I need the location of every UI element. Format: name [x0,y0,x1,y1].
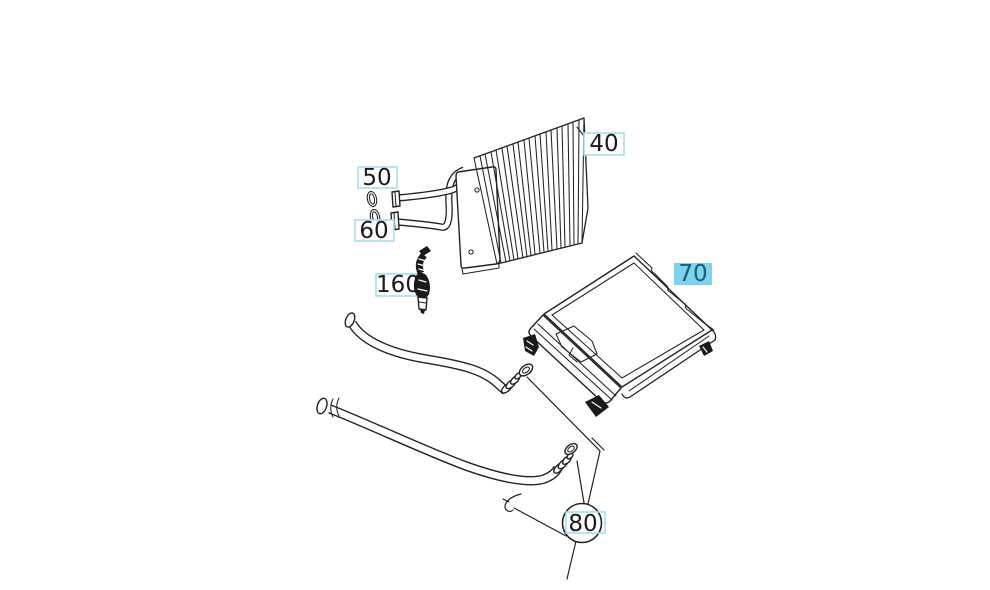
oring-upper-inner [368,193,376,205]
leader-from-clip [513,507,567,537]
hose-upper-open-end [344,312,356,328]
leader-hatch-mark [591,437,605,451]
heater-core-side-inner [628,335,710,392]
sensor-probe [417,296,428,311]
callout-70-label[interactable]: 70 [678,261,707,287]
retaining-clip-symbol [502,493,522,512]
callout-160[interactable]: 160 [375,272,421,298]
heater-core-drawing [523,252,717,417]
evaporator-drawing [390,117,589,275]
evaporator-pipe-lower-core [397,167,465,230]
callout-60-label[interactable]: 60 [359,218,388,244]
callout-50[interactable]: 50 [357,165,398,191]
heater-core-bracket-right [699,341,713,356]
callout-40-box[interactable] [583,132,625,156]
heater-core-clip-left [523,334,539,356]
leader-from-lower-fitting [576,460,585,504]
sensor-probe-tip [420,309,425,314]
pipe-flange-upper-line [394,191,397,207]
oring-upper-drawing [366,190,378,208]
hose-upper-core [349,321,509,394]
callout-40-tick [576,126,585,137]
heater-core-tank-notch [568,347,578,363]
heater-core-bracket-right-slot [702,346,708,353]
hose-lower-seal-washer [564,442,578,456]
callout-160-label[interactable]: 160 [376,272,420,298]
leader-from-upper-fitting [526,376,601,505]
leader-tail-below-circle [566,540,577,580]
hose-upper-drawing [344,312,534,395]
heater-core-tank-ridges [533,323,617,401]
evaporator-panel-lip [461,262,500,275]
sensor-body [413,272,430,299]
hose-lower-clamp-seams [330,397,340,418]
heater-core-scalloped-edge [635,252,715,331]
callout-60[interactable]: 60 [354,218,395,244]
evaporator-fins [473,117,585,265]
callout-40[interactable]: 40 [583,131,625,157]
oring-upper-outer [366,190,378,208]
evaporator-panel [455,166,501,269]
heater-core-top-inner [551,262,705,379]
evaporator-panel-hole-bottom [468,249,474,255]
sensor-cable-ribs [417,258,427,272]
callout-80[interactable]: 80 [561,502,606,544]
heater-core-side-face [621,329,717,399]
callout-80-label[interactable]: 80 [568,511,597,537]
callout-70-box[interactable] [674,263,712,285]
callout-40-label[interactable]: 40 [589,131,618,157]
sensor-body-slots [417,279,428,292]
hose-lower-washer-inner [567,445,575,453]
hose-lower-end-cap [316,397,328,415]
hose-lower-drawing [316,397,578,486]
sensor-cable [415,252,427,275]
callout-50-box[interactable] [357,166,398,189]
callout-50-label[interactable]: 50 [362,165,391,191]
heater-core-clip-left-slots [525,340,534,352]
heater-core-face-detail [555,325,598,363]
evaporator-panel-hole-top [474,187,480,193]
temperature-sensor-drawing [413,246,431,314]
hose-upper-washer-inner [522,366,530,374]
sensor-probe-line [418,301,427,304]
callout-60-box[interactable] [354,219,395,242]
hose-lower-core [328,405,561,485]
callout-70-highlighted[interactable]: 70 [674,261,712,287]
callout-80-box[interactable] [565,511,606,534]
hose-upper-seal-washer [518,363,534,377]
heater-core-clip-bottom-slot [591,401,602,409]
leader-lines [502,376,605,580]
hose-lower-washer-outer [564,442,578,456]
